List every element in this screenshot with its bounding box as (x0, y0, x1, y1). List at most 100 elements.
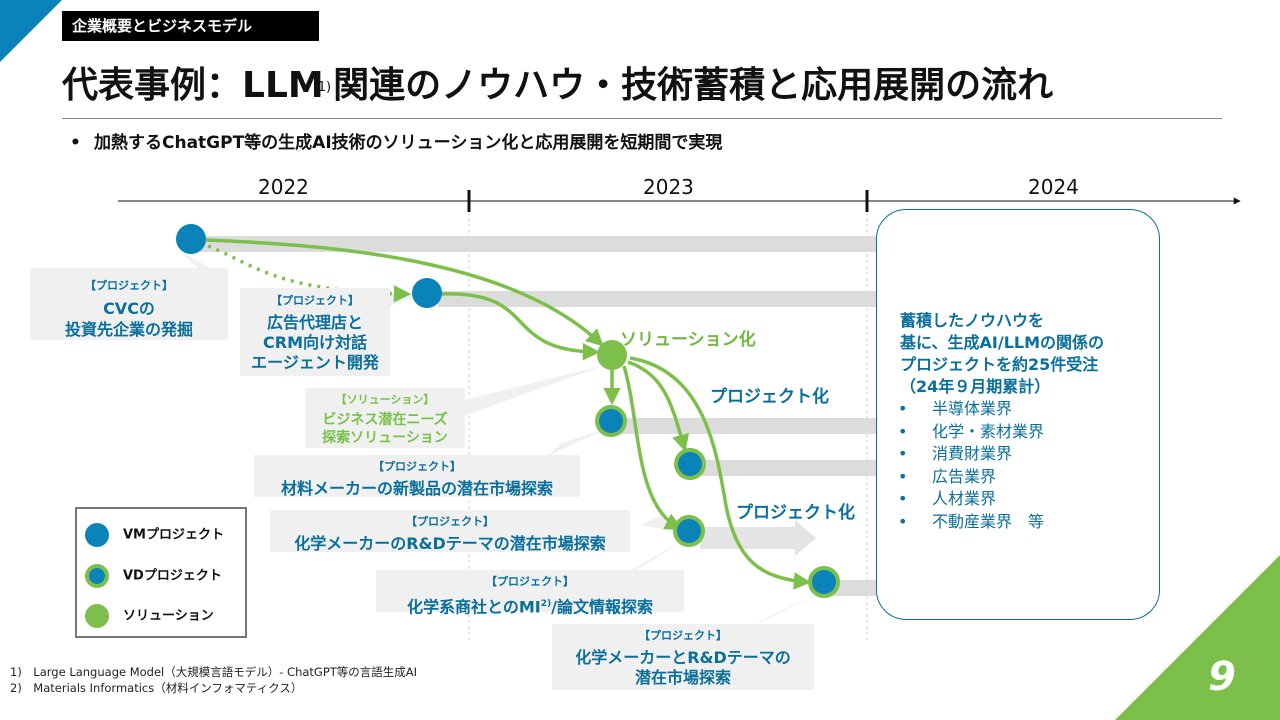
summary-box (876, 209, 1160, 620)
label-projectize-1: プロジェクト化 (710, 387, 829, 407)
summary-line: （24年９月期累計） (900, 377, 1051, 396)
page-number: 9 (1208, 654, 1236, 700)
card-line: 探索ソリューション (322, 430, 448, 446)
card-line: ビジネス潜在ニーズ (322, 412, 448, 428)
legend-label: VDプロジェクト (123, 568, 222, 584)
card-line: CRM向け対話 (263, 333, 367, 352)
subtitle: • 加熱するChatGPT等の生成AI技術のソリューション化と応用展開を短期間で実… (70, 128, 722, 153)
corner-accent-top-left (0, 0, 62, 62)
project-card-ad-agency: 【プロジェクト】 広告代理店と CRM向け対話 エージェント開発 (240, 288, 390, 376)
flow-line (629, 356, 812, 590)
vd-project-node (673, 515, 705, 547)
subtitle-text: 加熱するChatGPT等の生成AI技術のソリューション化と応用展開を短期間で実現 (94, 133, 723, 153)
progress-bar (700, 460, 880, 476)
title-part2: 関連のノウハウ・技術蓄積と応用展開の流れ (333, 65, 1054, 106)
project-card-cvc: 【プロジェクト】 CVCの 投資先企業の発掘 (30, 268, 228, 340)
solution-node (597, 340, 627, 370)
card-line: 潜在市場探索 (634, 668, 731, 687)
project-card-chem-rd-2: 【プロジェクト】 化学メーカーとR&Dテーマの 潜在市場探索 (552, 624, 814, 690)
legend-item-vm: VMプロジェクト (85, 523, 224, 547)
progress-bar (200, 236, 880, 252)
summary-heading: 蓄積したノウハウを 基に、生成AI/LLMの関係の プロジェクトを約25件受注 … (900, 310, 1104, 398)
vd-project-node (808, 566, 840, 598)
year-label-2024: 2024 (1028, 175, 1079, 199)
flow-line (205, 238, 604, 347)
card-tag: 【プロジェクト】 (271, 294, 359, 307)
bullet: • (898, 466, 908, 486)
card-tag: 【プロジェクト】 (486, 575, 574, 588)
progress-bar (620, 418, 880, 434)
industry-item: • 消費財業界 (898, 443, 1044, 466)
card-line-part: /論文情報探索 (551, 597, 653, 617)
title-footnote-mark: 1) (317, 80, 332, 95)
card-tag: 【ソリューション】 (335, 393, 435, 406)
flow-line (439, 292, 601, 361)
industry-name: 不動産業界 等 (932, 511, 1045, 531)
solution-swatch-icon (85, 604, 109, 628)
vm-swatch-icon (85, 523, 109, 547)
bullet: • (898, 444, 908, 464)
industry-name: 人材業界 (932, 489, 997, 509)
callout-pointer (464, 365, 605, 416)
bullet: • (898, 399, 908, 418)
solution-card-needs: 【ソリューション】 ビジネス潜在ニーズ 探索ソリューション (305, 388, 465, 448)
card-line: 投資先企業の発掘 (64, 320, 193, 339)
card-line-part: 化学系商社とのMI (407, 597, 541, 617)
card-tag: 【プロジェクト】 (85, 279, 173, 292)
project-card-chem-rd: 【プロジェクト】 化学メーカーのR&Dテーマの潜在市場探索 (270, 510, 630, 553)
callout-pointer (756, 592, 822, 625)
industry-name: 半導体業界 (932, 399, 1013, 418)
footnotes: 1) Large Language Model（大規模言語モデル）- ChatG… (10, 664, 417, 696)
page-title: 代表事例：LLM1)関連のノウハウ・技術蓄積と応用展開の流れ (62, 60, 1053, 112)
vm-project-node (412, 278, 442, 308)
summary-line: 蓄積したノウハウを (900, 311, 1045, 330)
industry-name: 広告業界 (932, 466, 997, 486)
vd-project-node (674, 448, 706, 480)
footnote-2: 2) Materials Informatics（材料インフォマティクス） (10, 681, 303, 695)
industry-item: • 半導体業界 (898, 398, 1044, 421)
card-line: 化学系商社とのMI2)/論文情報探索 (376, 594, 684, 617)
callout-pointer (548, 428, 608, 456)
card-tag: 【プロジェクト】 (406, 515, 494, 528)
legend-item-solution: ソリューション (85, 604, 214, 628)
progress-arrow (700, 520, 816, 556)
industry-name: 化学・素材業界 (932, 421, 1045, 441)
callout-pointer (622, 540, 684, 575)
year-label-2023: 2023 (643, 175, 694, 199)
vd-swatch-icon (85, 564, 109, 588)
industry-item: • 化学・素材業界 (898, 421, 1044, 444)
footnote-mark: 2) (540, 599, 552, 609)
year-label-2022: 2022 (258, 175, 309, 199)
card-tag: 【プロジェクト】 (639, 629, 727, 642)
industry-item: •不動産業界 等 (898, 511, 1044, 534)
bullet: • (898, 421, 908, 441)
summary-line: プロジェクトを約25件受注 (900, 355, 1099, 374)
title-part1: 代表事例：LLM (62, 65, 324, 106)
project-card-chem-trading: 【プロジェクト】 化学系商社とのMI2)/論文情報探索 (376, 570, 684, 616)
summary-line: 基に、生成AI/LLMの関係の (900, 333, 1105, 352)
section-tag: 企業概要とビジネスモデル (62, 11, 319, 41)
industry-name: 消費財業界 (932, 444, 1013, 464)
flow-line (627, 360, 690, 453)
label-projectize-2: プロジェクト化 (736, 503, 855, 523)
card-line: 広告代理店と (266, 313, 363, 332)
vd-project-node (595, 405, 627, 437)
title-divider (62, 118, 1222, 119)
card-line: CVCの (103, 299, 155, 318)
legend-label: VMプロジェクト (123, 527, 224, 543)
card-tag: 【プロジェクト】 (373, 460, 461, 473)
legend-label: ソリューション (123, 608, 214, 624)
project-card-material: 【プロジェクト】 材料メーカーの新製品の潜在市場探索 (254, 455, 580, 498)
legend: VMプロジェクト VDプロジェクト ソリューション (75, 507, 247, 638)
card-line: 化学メーカーのR&Dテーマの潜在市場探索 (294, 534, 606, 553)
card-line: 材料メーカーの新製品の潜在市場探索 (280, 479, 553, 498)
progress-bar (830, 580, 880, 596)
card-line: 化学メーカーとR&Dテーマの (575, 648, 791, 667)
bullet: • (70, 133, 81, 153)
vm-project-node (176, 224, 206, 254)
industry-item: •人材業界 (898, 488, 1044, 511)
label-solutionize: ソリューション化 (620, 330, 756, 350)
flow-line (622, 365, 683, 530)
footnote-1: 1) Large Language Model（大規模言語モデル）- ChatG… (10, 665, 418, 679)
